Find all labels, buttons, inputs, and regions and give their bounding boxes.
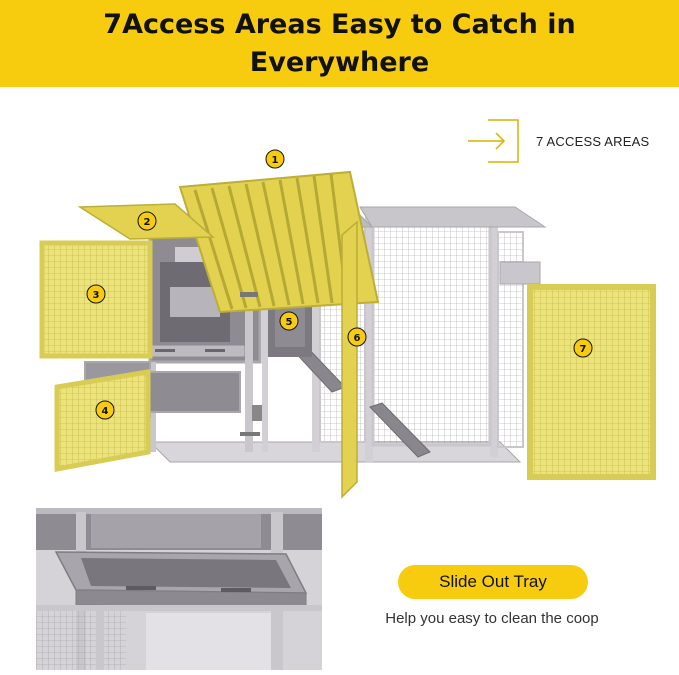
access-area-7-end-door bbox=[527, 284, 656, 480]
badge-5-number: 5 bbox=[286, 317, 293, 328]
badge-1: 1 bbox=[265, 149, 285, 169]
badge-5: 5 bbox=[279, 311, 299, 331]
headline-line-2: Everywhere bbox=[249, 47, 430, 78]
badge-2-number: 2 bbox=[144, 217, 151, 228]
legend-label: 7 ACCESS AREAS bbox=[536, 134, 650, 149]
badge-3-number: 3 bbox=[93, 290, 100, 301]
header-banner: 7Access Areas Easy to Catch in Everywher… bbox=[0, 0, 679, 87]
badge-7-number: 7 bbox=[580, 344, 587, 355]
access-area-6-run-door bbox=[341, 220, 358, 499]
badge-6: 6 bbox=[347, 327, 367, 347]
badge-6-number: 6 bbox=[354, 333, 361, 344]
feature-title-pill: Slide Out Tray bbox=[398, 565, 588, 599]
badge-4-number: 4 bbox=[102, 406, 109, 417]
ramp-lower bbox=[369, 402, 431, 458]
enter-arrow-icon bbox=[466, 118, 522, 164]
coop-drawing: 1 2 3 4 5 6 7 bbox=[39, 149, 656, 499]
feature-description: Help you easy to clean the coop bbox=[385, 610, 599, 627]
badge-1-number: 1 bbox=[272, 155, 279, 166]
run-roof bbox=[359, 206, 547, 228]
headline-line-1: 7Access Areas Easy to Catch in bbox=[103, 9, 576, 40]
access-area-4-lower-door bbox=[54, 369, 151, 473]
badge-2: 2 bbox=[137, 211, 157, 231]
tray-inset-image bbox=[36, 508, 322, 670]
coop-illustration: 1 2 3 4 5 6 7 bbox=[0, 87, 679, 507]
badge-4: 4 bbox=[95, 400, 115, 420]
badge-7: 7 bbox=[573, 338, 593, 358]
headline: 7Access Areas Easy to Catch in Everywher… bbox=[0, 6, 679, 82]
badge-3: 3 bbox=[86, 284, 106, 304]
run-mesh-main bbox=[371, 213, 492, 447]
